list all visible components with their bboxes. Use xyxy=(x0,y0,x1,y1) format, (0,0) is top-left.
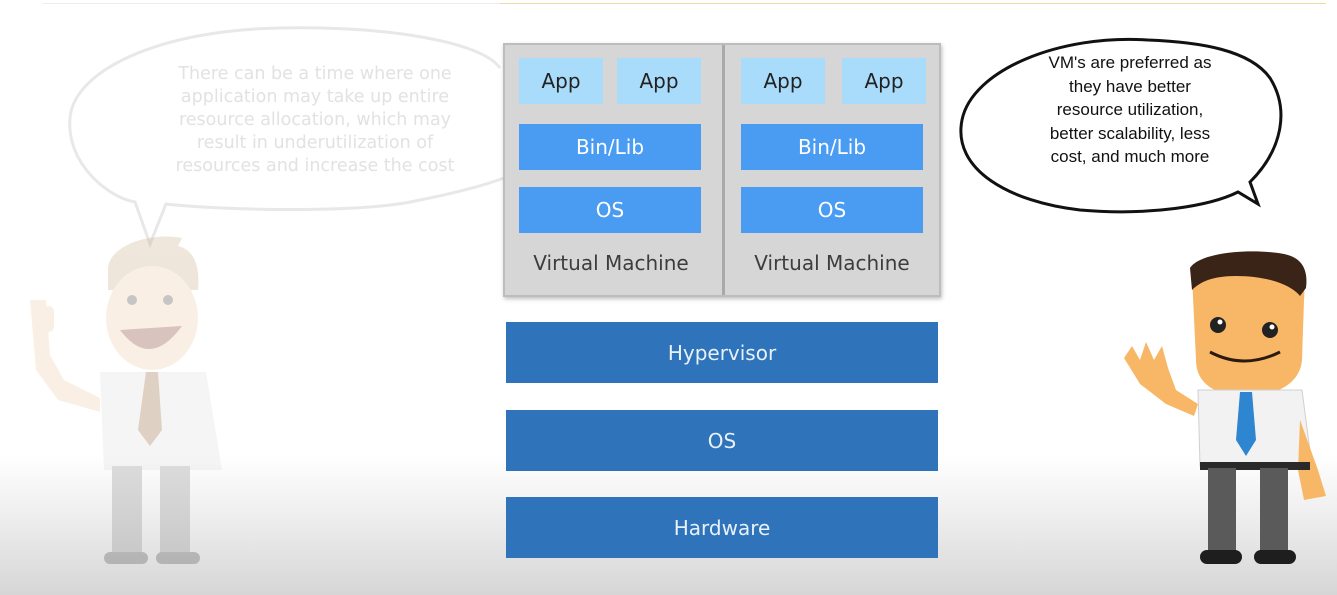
left-bubble-text: There can be a time where one applicatio… xyxy=(150,63,480,178)
left-bubble-line: application may take up entire xyxy=(180,87,450,107)
virtual-machines-panel: App App Bin/Lib OS Virtual Machine App A… xyxy=(503,43,941,297)
vm2-app-1: App xyxy=(741,58,825,104)
vm1-label: Virtual Machine xyxy=(533,251,689,275)
right-bubble-text: VM's are preferred as they have better r… xyxy=(1010,51,1250,169)
hypervisor-layer: Hypervisor xyxy=(506,322,938,383)
left-bubble-line: resources and increase the cost xyxy=(175,156,455,176)
vm2-label: Virtual Machine xyxy=(754,251,910,275)
host-os-layer: OS xyxy=(506,410,938,471)
vm1-binlib: Bin/Lib xyxy=(519,124,701,170)
left-character-illustration xyxy=(30,236,222,564)
left-bubble-line: result in underutilization of xyxy=(196,133,434,153)
vm1-app-1: App xyxy=(519,58,603,104)
right-bubble-line: better scalability, less xyxy=(1049,123,1211,143)
top-divider-right xyxy=(500,3,1326,4)
hardware-layer: Hardware xyxy=(506,497,938,558)
left-bubble-line: There can be a time where one xyxy=(178,64,452,84)
left-bubble-line: resource allocation, which may xyxy=(178,110,452,130)
right-speech-bubble xyxy=(959,37,1283,214)
right-bubble-line: cost, and much more xyxy=(1050,147,1210,166)
vm1-os: OS xyxy=(519,187,701,233)
vm1-app-2: App xyxy=(617,58,701,104)
left-speech-bubble xyxy=(68,26,505,249)
top-divider-left xyxy=(42,3,502,4)
right-bubble-line: they have better xyxy=(1069,76,1191,96)
vm2-binlib: Bin/Lib xyxy=(741,124,923,170)
vm-divider xyxy=(722,45,725,295)
vm2-app-2: App xyxy=(842,58,926,104)
vm2-os: OS xyxy=(741,187,923,233)
right-bubble-line: VM's are preferred as xyxy=(1048,53,1212,72)
right-bubble-line: resource utilization, xyxy=(1056,100,1204,119)
right-character-illustration xyxy=(1124,251,1326,564)
